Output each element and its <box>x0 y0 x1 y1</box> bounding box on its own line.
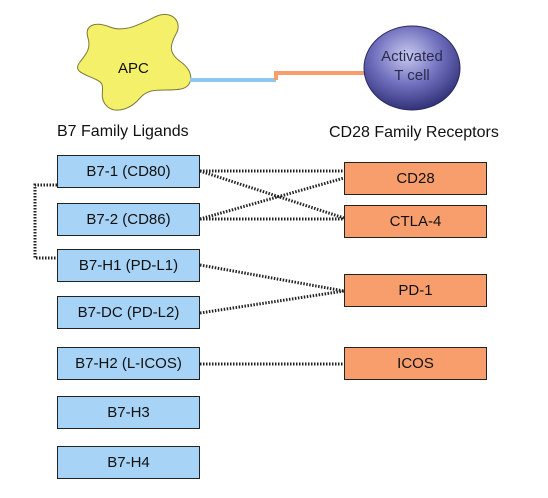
receptor-box-icos: ICOS <box>344 347 487 380</box>
ligand-box-b7-1: B7-1 (CD80) <box>57 155 200 188</box>
ligands-header: B7 Family Ligands <box>57 123 189 140</box>
tcell-label: Activated T cell <box>376 47 448 85</box>
receptor-box-cd28: CD28 <box>344 162 487 195</box>
interaction-line <box>33 183 57 260</box>
ligand-box-b7-h3: B7-H3 <box>57 396 200 429</box>
interaction-line <box>199 263 345 293</box>
ligand-box-b7-h4: B7-H4 <box>57 446 200 479</box>
tcell-label-line1: Activated <box>381 48 443 65</box>
ligand-box-b7-2: B7-2 (CD86) <box>57 203 200 236</box>
receptor-box-pd1: PD-1 <box>344 274 487 307</box>
ligand-box-b7-h1: B7-H1 (PD-L1) <box>57 249 200 282</box>
tcell-shape <box>363 25 461 111</box>
interaction-line <box>199 169 345 220</box>
ligand-box-b7-h2: B7-H2 (L-ICOS) <box>57 347 200 380</box>
receptor-box-ctla4: CTLA-4 <box>344 205 487 238</box>
tcell-connector-line <box>274 71 366 80</box>
interaction-line <box>199 176 345 221</box>
apc-label: APC <box>118 60 149 77</box>
receptors-header: CD28 Family Receptors <box>329 124 499 141</box>
interaction-line <box>199 289 345 315</box>
ligand-box-b7-dc: B7-DC (PD-L2) <box>57 296 200 329</box>
tcell-label-line2: T cell <box>394 67 430 84</box>
apc-cell-shape <box>77 14 192 111</box>
